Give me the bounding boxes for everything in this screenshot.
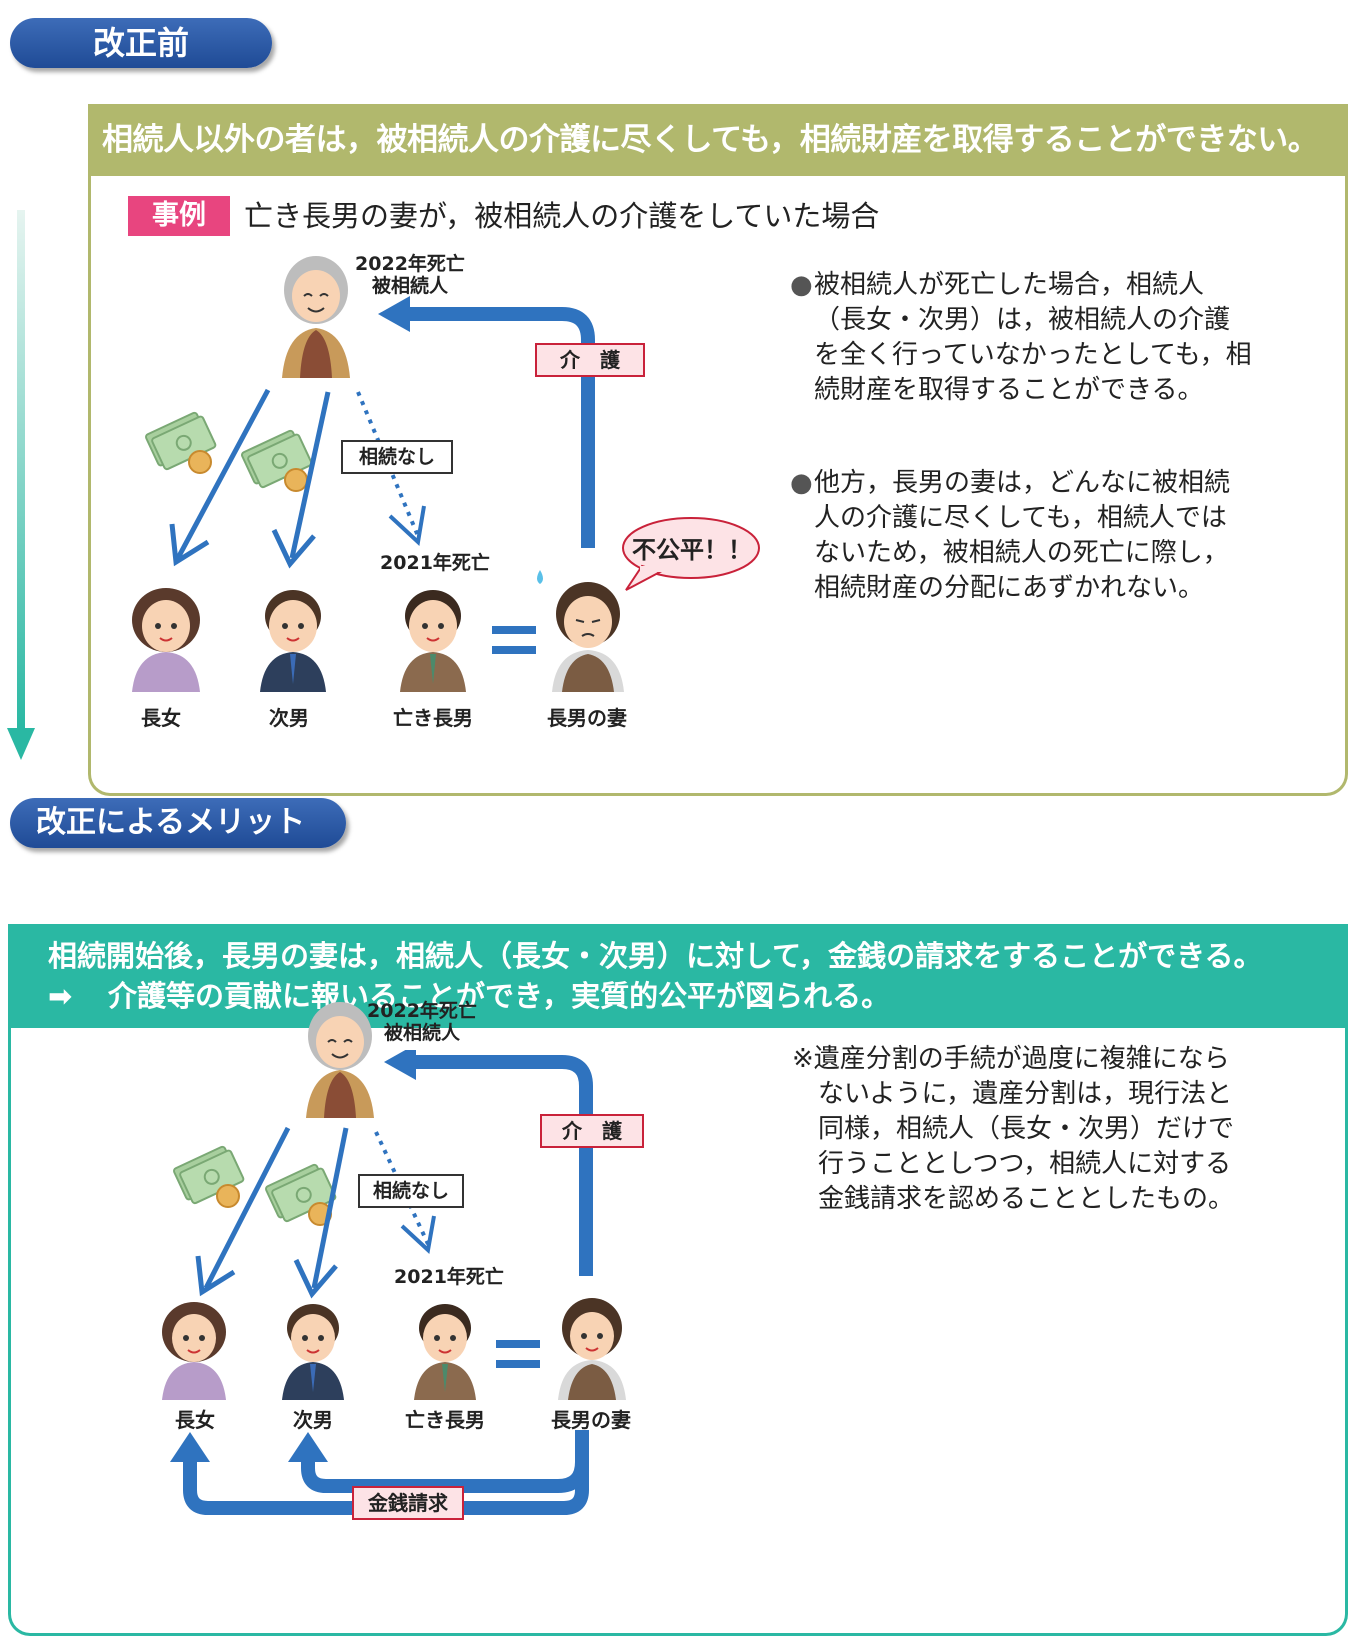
before-header-text: 改正前 <box>92 24 189 62</box>
case-badge: 事例 <box>128 196 230 236</box>
deceased-year-label: 2022年死亡 <box>355 253 465 275</box>
name-daughter-after: 長女 <box>175 1408 215 1432</box>
son-died-label-after: 2021年死亡 <box>394 1266 504 1288</box>
no-inherit-label-after: 相続なし <box>358 1174 464 1208</box>
inherit-arrow-son <box>289 391 331 559</box>
name-daughter-before: 長女 <box>141 706 181 730</box>
unfair-speech-bubble <box>622 517 760 591</box>
second-son-figure <box>260 590 326 692</box>
case-text: 亡き長男の妻が，被相続人の介護をしていた場合 <box>244 199 880 233</box>
bullet-2: ● 他方，長男の妻は，どんなに被相続人の介護に尽くしても，相続人ではないため，被… <box>790 466 1252 606</box>
eldest-son-figure <box>400 590 466 692</box>
money-icon <box>240 427 314 492</box>
son-died-label-before: 2021年死亡 <box>380 552 490 574</box>
before-header: 改正前 <box>10 18 272 68</box>
bullet-1-text: 被相続人が死亡した場合，相続人（長女・次男）は，被相続人の介護を全く行っていなか… <box>814 270 1252 405</box>
no-inherit-label-before: 相続なし <box>341 440 453 474</box>
deceased-role-label: 被相続人 <box>383 1022 460 1044</box>
bullet-1: ● 被相続人が死亡した場合，相続人（長女・次男）は，被相続人の介護を全く行ってい… <box>790 268 1252 408</box>
deceased-role-label: 被相続人 <box>371 275 448 297</box>
care-label-after: 介 護 <box>540 1114 644 1148</box>
after-banner-line1: 相続開始後，長男の妻は，相続人（長女・次男）に対して，金銭の請求をすることができ… <box>48 939 1263 973</box>
eldest-son-figure <box>414 1304 476 1400</box>
daughter-figure <box>132 588 200 692</box>
money-icon <box>172 1143 246 1208</box>
daughter-figure <box>162 1302 226 1400</box>
deceased-label-before: 2022年死亡 被相続人 <box>350 253 470 297</box>
name-second-son-before: 次男 <box>269 706 309 730</box>
after-header-text: 改正によるメリット <box>36 805 306 840</box>
deceased-label-after: 2022年死亡 被相続人 <box>362 1000 482 1044</box>
inherit-arrow-daughter <box>175 388 271 560</box>
after-note: ※遺産分割の手続が過度に複雑にならないように，遺産分割は，現行法と同様，相続人（… <box>792 1044 1235 1214</box>
before-panel <box>88 104 1348 796</box>
name-second-son-after: 次男 <box>293 1408 333 1432</box>
wife-figure <box>558 1298 626 1400</box>
bullet-dot: ● <box>790 468 813 498</box>
name-eldest-son-after: 亡き長男 <box>405 1408 485 1432</box>
wife-figure <box>552 582 624 692</box>
money-icon <box>144 409 218 474</box>
after-banner-line2: 介護等の貢献に報いることができ，実質的公平が図られる。 <box>108 979 891 1013</box>
before-banner: 相続人以外の者は，被相続人の介護に尽くしても，相続財産を取得することができない。 <box>88 104 1348 176</box>
name-eldest-son-before: 亡き長男 <box>393 706 473 730</box>
care-arrow <box>410 1055 593 1276</box>
after-banner: 相続開始後，長男の妻は，相続人（長女・次男）に対して，金銭の請求をすることができ… <box>8 924 1348 1028</box>
name-wife-before: 長男の妻 <box>547 706 627 730</box>
after-panel <box>8 924 1348 1636</box>
after-header: 改正によるメリット <box>10 798 346 848</box>
grandfather-figure <box>282 256 350 378</box>
care-arrow <box>404 307 595 548</box>
before-diagram <box>144 296 595 654</box>
care-label-before: 介 護 <box>535 343 645 377</box>
after-banner-line2-row: ➡ 介護等の貢献に報いることができ，実質的公平が図られる。 <box>48 976 1348 1016</box>
money-icon <box>264 1161 338 1226</box>
unfair-speech-text: 不公平！！ <box>632 536 752 564</box>
arrow-right-icon: ➡ <box>48 979 73 1013</box>
name-wife-after: 長男の妻 <box>551 1408 631 1432</box>
money-claim-label: 金銭請求 <box>352 1486 464 1520</box>
grandfather-figure <box>306 1002 374 1118</box>
timeline-arrow <box>7 210 35 760</box>
no-inherit-arrow <box>356 391 420 537</box>
deceased-year-label: 2022年死亡 <box>367 1000 477 1022</box>
bullet-2-text: 他方，長男の妻は，どんなに被相続人の介護に尽くしても，相続人ではないため，被相続… <box>814 468 1231 603</box>
second-son-figure <box>282 1304 344 1400</box>
bullet-dot: ● <box>790 270 813 300</box>
